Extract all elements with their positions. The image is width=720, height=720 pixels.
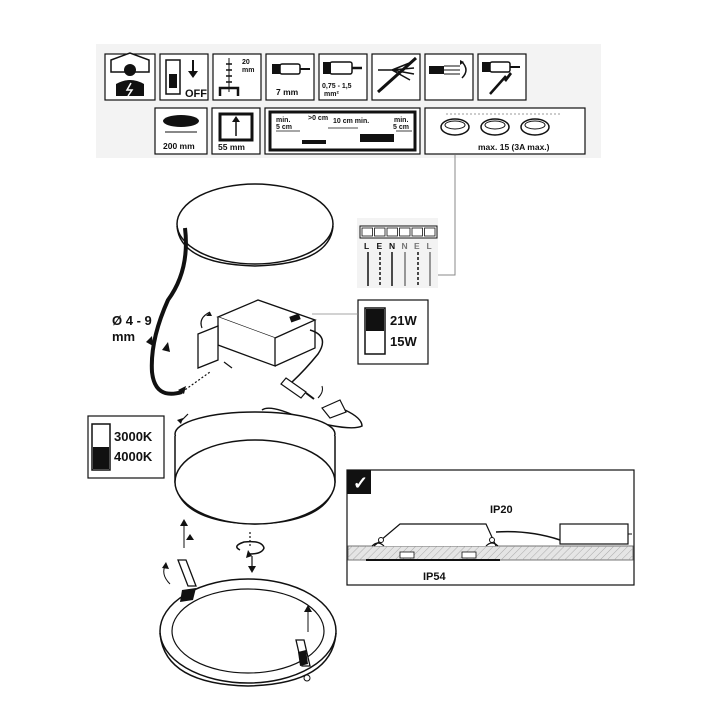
power-switch-top-label: 21W bbox=[390, 313, 417, 328]
terminal-letter: E bbox=[414, 241, 420, 251]
terminal-slot bbox=[411, 227, 423, 237]
install-depth-label: 55 mm bbox=[218, 142, 245, 152]
cct-switch: 3000K 4000K bbox=[87, 415, 165, 479]
wire-section-label: 0,75 - 1,5 mm² bbox=[322, 83, 354, 98]
lower-rating-label: IP54 bbox=[423, 571, 447, 583]
terminal-letter: L bbox=[364, 241, 369, 251]
cct-switch-bottom-label: 4000K bbox=[114, 449, 153, 464]
no-stranded-wire-icon bbox=[371, 53, 421, 101]
power-switch: 21W 15W bbox=[357, 299, 429, 365]
led-driver bbox=[178, 299, 317, 394]
upper-rating-label: IP20 bbox=[490, 504, 513, 516]
electrician-icon bbox=[104, 52, 156, 101]
strip-length-icon: 7 mm bbox=[265, 53, 315, 101]
chain-connector-line bbox=[438, 155, 456, 276]
spacing-between-label: 10 cm min. bbox=[333, 118, 369, 125]
ceiling-disc bbox=[176, 183, 334, 267]
check-mark-icon: ✓ bbox=[353, 473, 368, 493]
driver-output-cable bbox=[291, 329, 324, 383]
terminal-letter: N bbox=[389, 241, 395, 251]
small-marker bbox=[186, 534, 194, 540]
power-switch-bottom-label: 15W bbox=[390, 334, 417, 349]
terminal-slot bbox=[424, 227, 436, 237]
spring-clip-left bbox=[162, 519, 197, 602]
insert-wire-icon bbox=[477, 53, 527, 101]
cable-diameter-arrow bbox=[146, 336, 153, 346]
max-chain-label: max. 15 (3A max.) bbox=[478, 142, 550, 152]
twist-wire-icon bbox=[424, 53, 474, 101]
terminal-letter: E bbox=[377, 241, 383, 251]
wire-section-icon: 0,75 - 1,5 mm² bbox=[318, 53, 368, 101]
strip-length-label: 7 mm bbox=[276, 87, 299, 97]
cutout-diameter-icon: 200 mm bbox=[154, 107, 208, 155]
terminal-slot bbox=[374, 227, 386, 237]
install-depth-icon: 55 mm bbox=[211, 107, 261, 155]
terminal-slot bbox=[399, 227, 411, 237]
terminal-slot bbox=[386, 227, 398, 237]
terminal-letter: L bbox=[427, 241, 432, 251]
spring-clip-right bbox=[295, 605, 312, 682]
supply-cable bbox=[149, 227, 188, 396]
trim-ring bbox=[159, 578, 337, 687]
cct-switch-top-label: 3000K bbox=[114, 429, 153, 444]
terminal-slot bbox=[361, 227, 373, 237]
rotate-arrow-icon bbox=[236, 532, 265, 573]
max-chain-icon: max. 15 (3A max.) bbox=[424, 107, 586, 155]
luminaire-body bbox=[174, 411, 336, 525]
spacing-min-right-label: min. 5 cm bbox=[393, 117, 410, 131]
installation-panel: ✓ IP20 IP54 bbox=[346, 469, 635, 586]
cutout-label: 200 mm bbox=[163, 141, 195, 151]
cable-diameter-label: Ø 4 - 9 mm bbox=[112, 313, 155, 344]
off-label: OFF bbox=[185, 88, 207, 100]
connector-plug bbox=[261, 377, 363, 429]
terminal-letter: N bbox=[402, 241, 408, 251]
spacing-min-left-label: min. 5 cm bbox=[276, 117, 292, 131]
spacing-gap-top-label: >0 cm bbox=[308, 115, 328, 122]
depth-icon: 20 mm bbox=[212, 53, 262, 101]
power-off-icon: OFF bbox=[159, 53, 209, 101]
depth-20-label: 20 mm bbox=[242, 59, 254, 74]
spacing-icon: min. 5 cm >0 cm 10 cm min. min. 5 cm bbox=[264, 107, 421, 155]
